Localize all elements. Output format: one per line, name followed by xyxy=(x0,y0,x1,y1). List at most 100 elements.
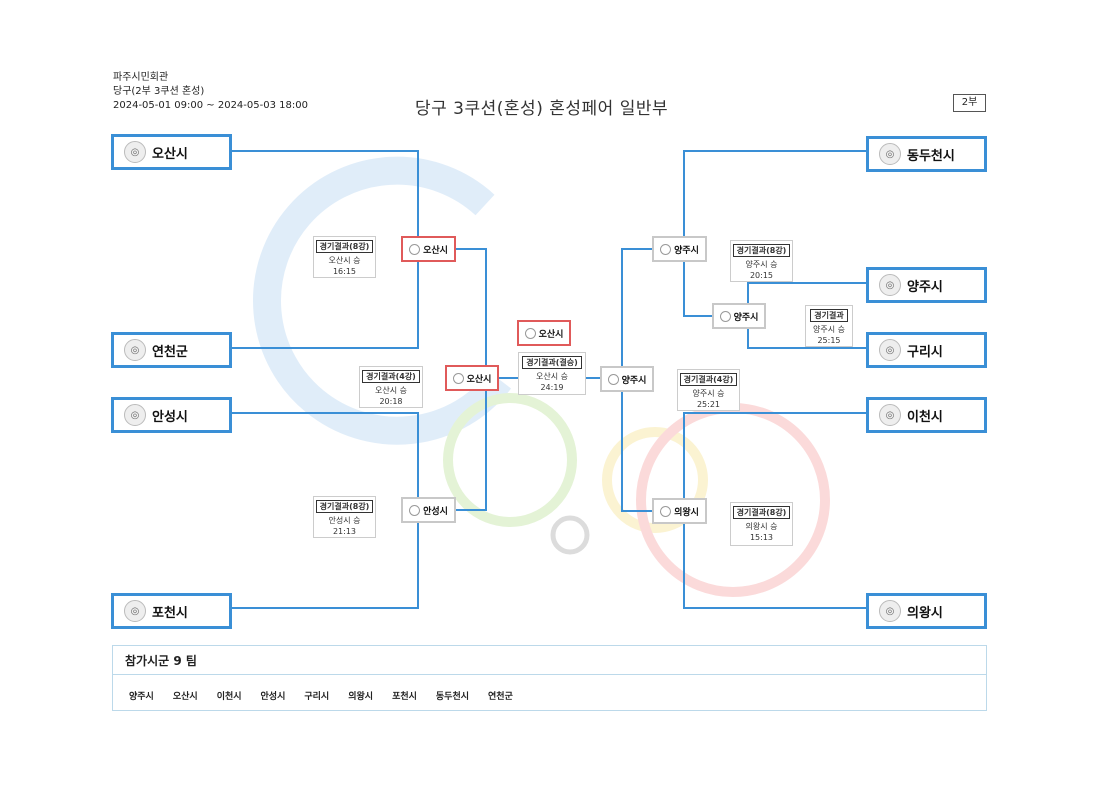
match-node-r1[interactable]: 양주시 xyxy=(652,236,707,262)
event-period: 2024-05-01 09:00 ~ 2024-05-03 18:00 xyxy=(113,100,308,111)
participant-item: 구리시 xyxy=(304,692,330,702)
match-node-team: 의왕시 xyxy=(674,507,699,518)
team-box-right-5[interactable]: ◎ 의왕시 xyxy=(866,593,987,629)
result-box-r1: 경기결과(8강) 양주시 승 20:15 xyxy=(730,240,793,282)
team-logo-icon xyxy=(452,372,464,384)
team-logo-icon: ◎ xyxy=(879,339,901,361)
result-winner: 오산시 승 xyxy=(375,386,407,395)
division-badge: 2부 xyxy=(953,94,986,112)
match-node-team: 오산시 xyxy=(538,329,564,340)
participant-item: 안성시 xyxy=(260,692,286,702)
team-logo-icon: ◎ xyxy=(124,404,146,426)
team-box-right-1[interactable]: ◎ 동두천시 xyxy=(866,136,987,172)
team-box-left-4[interactable]: ◎ 포천시 xyxy=(111,593,232,629)
team-name: 오산시 xyxy=(152,146,188,162)
team-box-right-4[interactable]: ◎ 이천시 xyxy=(866,397,987,433)
event-name: 당구(2부 3쿠션 혼성) xyxy=(113,86,205,97)
team-name: 이천시 xyxy=(907,409,943,425)
match-node-team: 오산시 xyxy=(466,374,492,385)
team-name: 연천군 xyxy=(152,344,188,360)
match-node-l1[interactable]: 오산시 xyxy=(401,236,456,262)
match-node-team: 안성시 xyxy=(423,506,448,517)
team-name: 구리시 xyxy=(907,344,943,360)
team-box-left-2[interactable]: ◎ 연천군 xyxy=(111,332,232,368)
match-node-l3[interactable]: 오산시 xyxy=(445,365,499,391)
result-box-r2: 경기결과 양주시 승 25:15 xyxy=(805,305,853,347)
result-winner: 안성시 승 xyxy=(328,516,361,525)
result-box-r4: 경기결과(8강) 의왕시 승 15:13 xyxy=(730,502,793,546)
team-logo-icon: ◎ xyxy=(879,274,901,296)
result-label: 경기결과 xyxy=(810,309,848,322)
result-score: 16:15 xyxy=(332,267,357,276)
result-score: 25:15 xyxy=(817,336,841,345)
result-box-r3: 경기결과(4강) 양주시 승 25:21 xyxy=(677,369,740,411)
participants-list: 양주시 오산시 이천시 안성시 구리시 의왕시 포천시 동두천시 연천군 xyxy=(113,675,986,702)
result-winner: 오산시 승 xyxy=(328,256,361,265)
result-label: 경기결과(8강) xyxy=(732,244,791,257)
team-name: 의왕시 xyxy=(907,605,943,621)
participant-item: 오산시 xyxy=(172,692,198,702)
team-logo-icon xyxy=(719,310,731,322)
result-box-l1: 경기결과(8강) 오산시 승 16:15 xyxy=(313,236,376,278)
team-logo-icon xyxy=(607,373,619,385)
team-logo-icon xyxy=(409,243,421,255)
result-winner: 오산시 승 xyxy=(536,372,568,381)
page-title: 당구 3쿠션(혼성) 혼성페어 일반부 xyxy=(415,99,669,119)
team-logo-icon: ◎ xyxy=(879,600,901,622)
team-logo-icon xyxy=(409,504,421,516)
result-label: 경기결과(4강) xyxy=(362,370,420,383)
match-node-l2[interactable]: 안성시 xyxy=(401,497,456,523)
team-box-left-1[interactable]: ◎ 오산시 xyxy=(111,134,232,170)
team-logo-icon: ◎ xyxy=(879,143,901,165)
participant-item: 연천군 xyxy=(488,692,513,702)
participant-item: 양주시 xyxy=(129,692,154,702)
team-name: 동두천시 xyxy=(907,148,955,164)
result-box-final: 경기결과(결승) 오산시 승 24:19 xyxy=(518,352,586,395)
venue-name: 파주시민회관 xyxy=(113,72,169,83)
match-node-r3[interactable]: 양주시 xyxy=(600,366,654,392)
team-logo-icon: ◎ xyxy=(124,339,146,361)
team-box-right-2[interactable]: ◎ 양주시 xyxy=(866,267,987,303)
team-logo-icon: ◎ xyxy=(124,141,146,163)
match-node-team: 오산시 xyxy=(423,245,448,256)
result-label: 경기결과(결승) xyxy=(522,356,582,369)
participants-panel: 참가시군 9 팀 양주시 오산시 이천시 안성시 구리시 의왕시 포천시 동두천… xyxy=(112,645,987,711)
participants-title: 참가시군 9 팀 xyxy=(113,646,986,675)
result-box-l2: 경기결과(8강) 안성시 승 21:13 xyxy=(313,496,376,538)
team-name: 양주시 xyxy=(907,279,943,295)
result-label: 경기결과(8강) xyxy=(315,240,374,253)
result-label: 경기결과(4강) xyxy=(679,373,738,386)
team-logo-icon xyxy=(660,243,672,255)
result-score: 21:13 xyxy=(332,527,357,536)
team-box-left-3[interactable]: ◎ 안성시 xyxy=(111,397,232,433)
result-label: 경기결과(8강) xyxy=(732,506,791,519)
final-winner-node[interactable]: 오산시 xyxy=(517,320,571,346)
team-name: 포천시 xyxy=(152,605,188,621)
match-node-r2[interactable]: 양주시 xyxy=(712,303,766,329)
result-score: 25:21 xyxy=(696,400,721,409)
match-node-team: 양주시 xyxy=(733,312,759,323)
result-score: 20:15 xyxy=(749,271,774,280)
team-logo-icon: ◎ xyxy=(879,404,901,426)
match-node-team: 양주시 xyxy=(674,245,699,256)
result-winner: 의왕시 승 xyxy=(745,522,778,531)
result-box-l3: 경기결과(4강) 오산시 승 20:18 xyxy=(359,366,423,408)
match-node-r4[interactable]: 의왕시 xyxy=(652,498,707,524)
result-score: 20:18 xyxy=(379,397,403,406)
team-name: 안성시 xyxy=(152,409,188,425)
result-winner: 양주시 승 xyxy=(813,325,845,334)
participant-item: 이천시 xyxy=(216,692,242,702)
participant-item: 포천시 xyxy=(392,692,417,702)
result-score: 15:13 xyxy=(749,533,774,542)
participant-item: 의왕시 xyxy=(348,692,374,702)
team-logo-icon: ◎ xyxy=(124,600,146,622)
team-logo-icon xyxy=(524,327,536,339)
result-score: 24:19 xyxy=(540,383,564,392)
result-winner: 양주시 승 xyxy=(692,389,725,398)
match-node-team: 양주시 xyxy=(621,375,647,386)
team-logo-icon xyxy=(660,505,672,517)
team-box-right-3[interactable]: ◎ 구리시 xyxy=(866,332,987,368)
result-winner: 양주시 승 xyxy=(745,260,778,269)
result-label: 경기결과(8강) xyxy=(315,500,374,513)
